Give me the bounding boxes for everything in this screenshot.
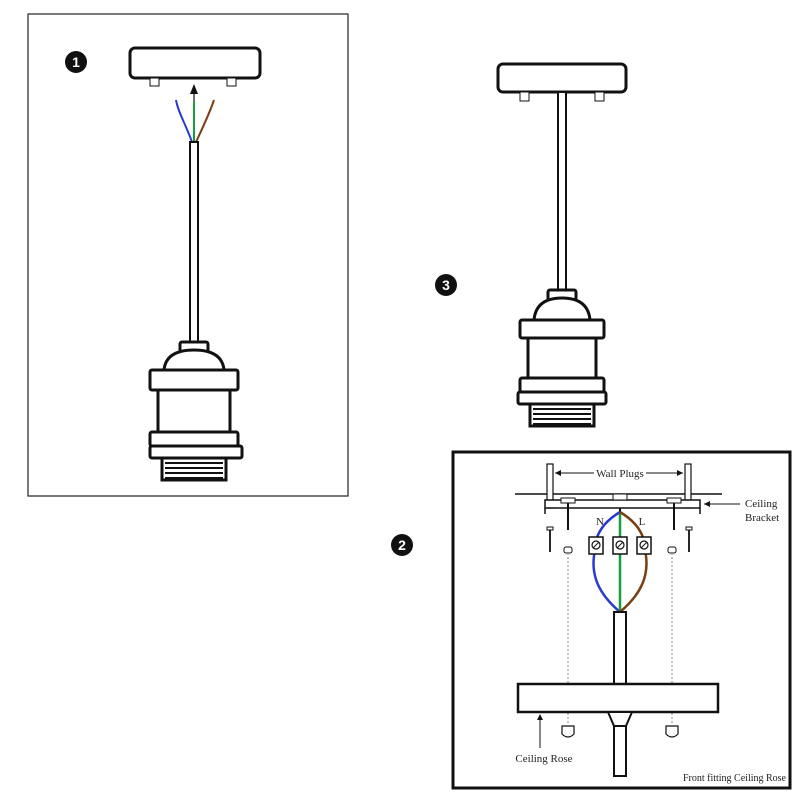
rose-cap-right (665, 725, 679, 738)
wall-plugs-label: Wall Plugs (596, 468, 644, 480)
cable-3 (557, 91, 567, 293)
canopy-1 (128, 46, 262, 80)
panel-step-2: 2 Wall Plugs Ceiling Bracket (391, 450, 792, 790)
canopy-3 (496, 62, 628, 94)
panel-1-frame (27, 13, 349, 497)
bracket-label: Bracket (745, 512, 779, 524)
wall-plugs-arrow-left (555, 470, 561, 476)
neutral-label: N (596, 516, 604, 528)
ceiling-label: Ceiling (745, 498, 778, 510)
bracket-screw-left (560, 497, 576, 530)
cap-right (667, 546, 677, 554)
terminal-block-live (636, 536, 652, 555)
rose-cap-left (561, 725, 575, 738)
terminal-block-neutral (588, 536, 604, 555)
live-label: L (639, 516, 646, 528)
terminal-block-earth (612, 536, 628, 555)
panel-step-1: 1 (27, 13, 349, 497)
step-2-number: 2 (398, 537, 406, 553)
step-3-number: 3 (442, 277, 450, 293)
lamp-holder-3 (516, 288, 608, 428)
panel-step-3: 3 (435, 62, 628, 428)
step-2-circle (391, 534, 413, 556)
wire-neutral-1 (175, 99, 193, 143)
bracket-arrow (704, 501, 710, 507)
canopy-1-screw-right (226, 77, 237, 87)
rose-arrow (537, 714, 543, 720)
wire-live-2 (619, 545, 648, 613)
bracket-screw-right (666, 497, 682, 530)
step-1-circle (65, 51, 87, 73)
insert-arrow-head (190, 84, 198, 94)
step-1-number: 1 (72, 54, 80, 70)
bracket-boss (612, 493, 628, 501)
step-1-marker: 1 (65, 51, 87, 73)
panel-2-frame (451, 450, 792, 790)
canopy-3-screw-left (519, 91, 530, 102)
cord-grip (606, 711, 634, 727)
ceiling-rose-label: Ceiling Rose (515, 753, 572, 765)
wire-neutral-2 (592, 545, 621, 613)
step-3-circle (435, 274, 457, 296)
panel-2-caption: Front fitting Ceiling Rose (683, 773, 787, 784)
thread-1 (165, 462, 223, 479)
wall-plugs-arrow-right (677, 470, 683, 476)
cable-2-lower (613, 725, 627, 777)
cable-1 (189, 141, 199, 343)
wire-live-1 (195, 99, 215, 143)
wood-screw-right (685, 526, 693, 552)
canopy-1-screw-left (149, 77, 160, 87)
ceiling-rose (516, 682, 720, 714)
wood-screw-left (546, 526, 554, 552)
canopy-3-screw-right (594, 91, 605, 102)
step-2-marker: 2 (391, 534, 413, 556)
thread-3 (533, 408, 591, 425)
step-3-marker: 3 (435, 274, 457, 296)
lamp-holder-1 (148, 340, 244, 482)
cable-2 (613, 611, 627, 685)
cap-left (563, 546, 573, 554)
